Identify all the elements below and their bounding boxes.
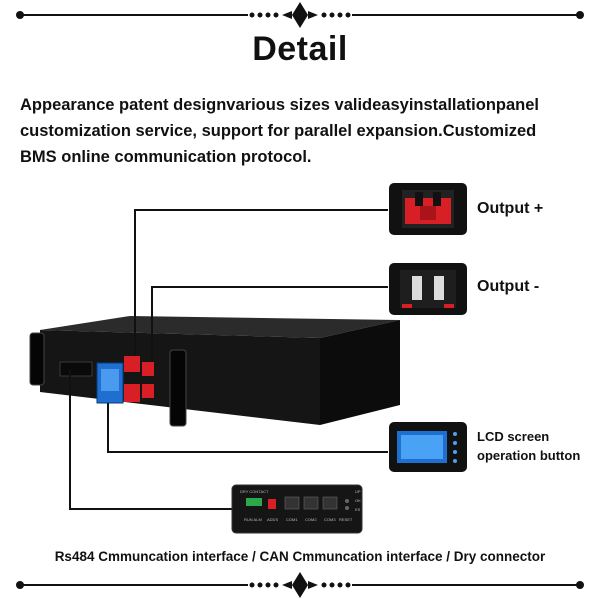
panel-label-up: UP bbox=[355, 489, 361, 494]
lcd-label-line: operation button bbox=[477, 448, 581, 463]
output-positive-connector-icon bbox=[389, 183, 467, 235]
panel-label-reset: RESET bbox=[339, 517, 353, 522]
panel-label-com1: COM1 bbox=[286, 517, 298, 522]
description: Appearance patent designvarious sizes va… bbox=[20, 92, 590, 170]
output-positive-label: Output + bbox=[477, 200, 544, 217]
lcd-label: LCD screen operation button bbox=[477, 427, 597, 465]
panel-label-com2: COM2 bbox=[305, 517, 317, 522]
comm-panel-icon bbox=[231, 484, 363, 534]
output-negative-label: Output - bbox=[477, 278, 540, 295]
output-negative-connector-icon bbox=[389, 263, 467, 315]
description-line: customization service, support for paral… bbox=[20, 122, 537, 140]
page-title: Detail bbox=[252, 30, 348, 68]
description-line: BMS online communication protocol. bbox=[20, 148, 312, 166]
lcd-screen-icon bbox=[389, 422, 467, 472]
panel-label-es: ES bbox=[355, 507, 361, 512]
panel-label-run-alm: RUN ALM bbox=[244, 517, 262, 522]
battery-unit-icon bbox=[29, 316, 400, 427]
description-line: Appearance patent designvarious sizes va… bbox=[20, 96, 540, 114]
panel-label-ok: OK bbox=[355, 498, 361, 503]
ornament-bottom bbox=[0, 570, 600, 600]
panel-label-com3: COM3 bbox=[324, 517, 336, 522]
panel-label-adds: ADDS bbox=[267, 517, 278, 522]
panel-label-dry-contact: DRY CONTACT bbox=[240, 489, 269, 494]
ornament-top-icon bbox=[16, 2, 584, 28]
ornament-bottom-icon bbox=[16, 572, 584, 598]
ornament-top bbox=[0, 0, 600, 30]
lcd-label-line: LCD screen bbox=[477, 429, 550, 444]
caption: Rs484 Cmmuncation interface / CAN Cmmunc… bbox=[54, 549, 546, 564]
